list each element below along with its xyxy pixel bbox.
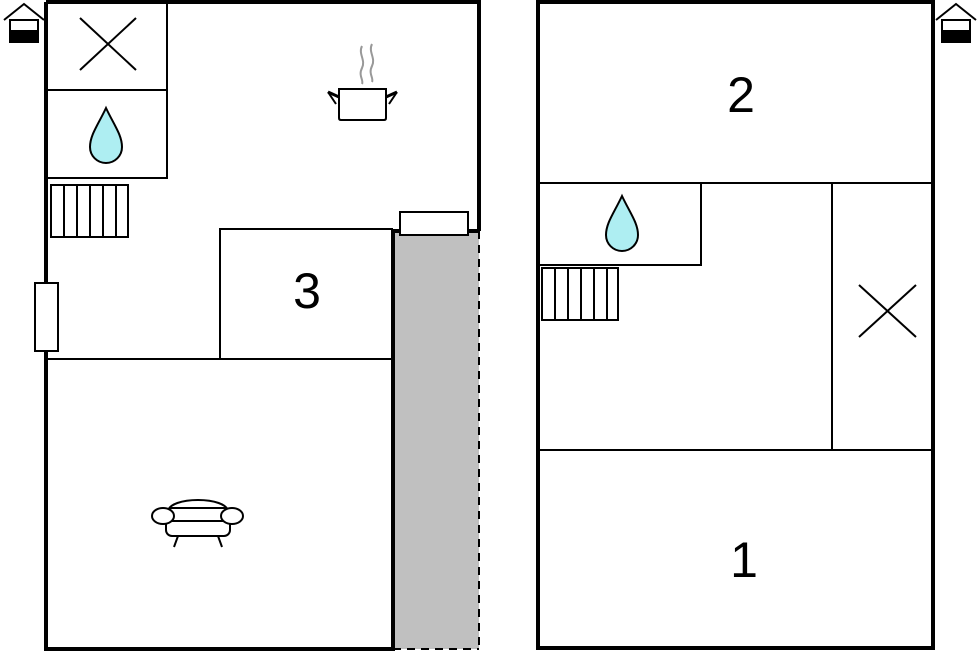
house-entrance-icon bbox=[3, 2, 45, 43]
window-icon bbox=[399, 211, 469, 236]
room-3-walls bbox=[46, 228, 393, 360]
terrace-area bbox=[393, 231, 479, 649]
bathroom-drop-icon bbox=[88, 105, 124, 164]
kitchen-pot-icon bbox=[327, 43, 398, 121]
floor-plan-left: 3 bbox=[3, 0, 481, 651]
bathroom-drop-icon bbox=[604, 193, 640, 252]
room-label-1: 1 bbox=[730, 532, 758, 588]
bedroom-x-icon bbox=[79, 17, 137, 71]
room-label-3: 3 bbox=[293, 263, 321, 319]
stairs-icon bbox=[50, 184, 129, 238]
house-entrance-icon bbox=[935, 2, 977, 43]
bathroom-walls bbox=[538, 183, 702, 266]
outer-wall-right bbox=[536, 0, 935, 650]
bedroom-x-icon bbox=[858, 284, 917, 338]
door-icon bbox=[34, 282, 59, 352]
bedroom-box bbox=[46, 2, 168, 179]
room-label-2: 2 bbox=[727, 67, 755, 123]
stairs-icon bbox=[541, 267, 619, 321]
floor-plan-right: 2 1 bbox=[536, 0, 977, 650]
sofa-icon bbox=[151, 499, 244, 548]
